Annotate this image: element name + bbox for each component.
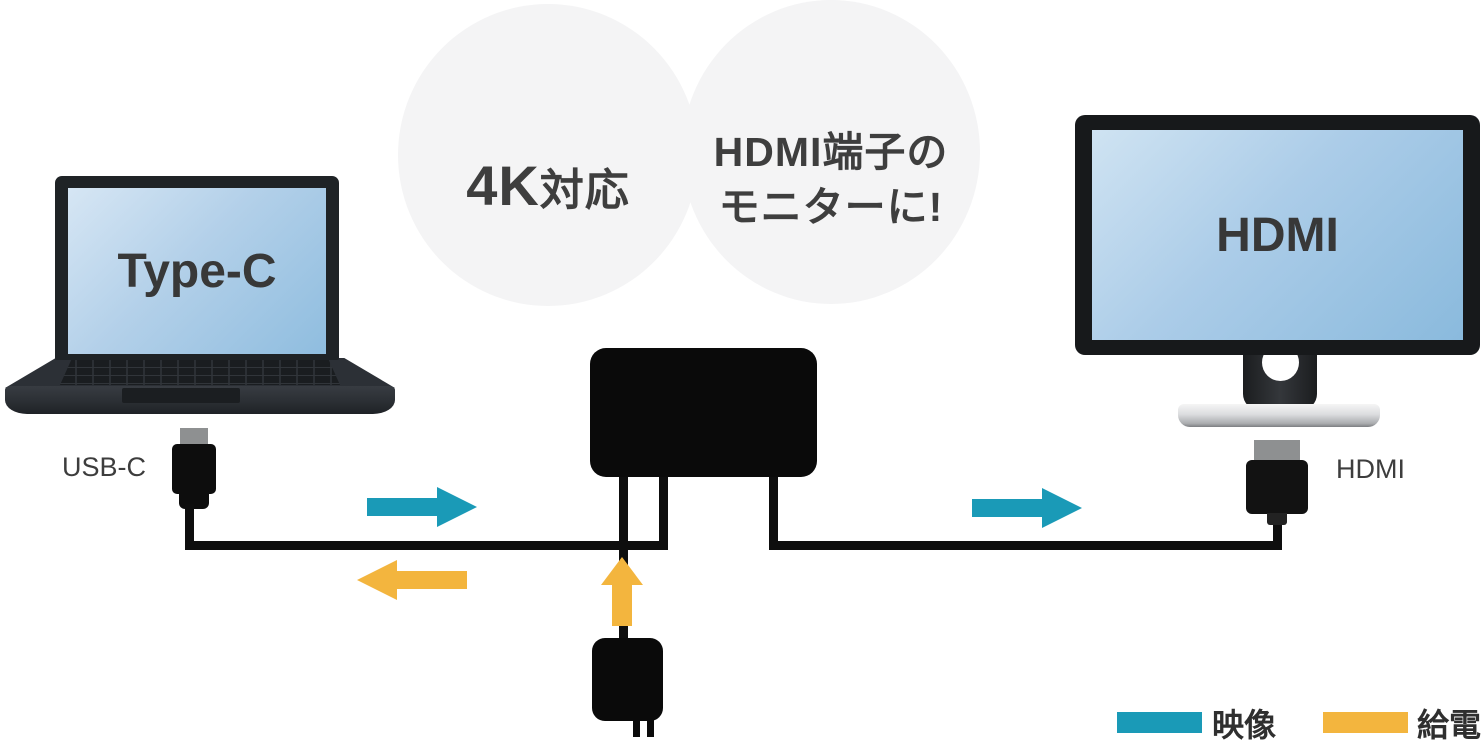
laptop-trackpad — [122, 388, 240, 403]
usb-c-hdmi-adapter — [590, 348, 817, 477]
power-flow-arrow-left — [357, 560, 467, 600]
hdmi-plug-boot — [1267, 513, 1287, 525]
monitor-screen: HDMI — [1092, 130, 1463, 340]
legend-video-swatch — [1117, 712, 1202, 733]
cable-adapter-to-monitor-riser — [769, 466, 778, 550]
usb-c-label: USB-C — [62, 452, 147, 482]
hdmi-label: HDMI — [1336, 454, 1405, 484]
video-flow-arrow-left — [367, 487, 477, 527]
ac-plug-prong-right — [647, 719, 654, 737]
target-text-line1: HDMI端子の — [713, 128, 949, 175]
hdmi-plug-tip — [1254, 440, 1300, 462]
power-flow-arrow-up-shape — [601, 557, 643, 626]
cable-hdmi-drop — [1273, 519, 1282, 550]
ac-power-adapter — [592, 638, 663, 721]
feature-bubble-text: 4K対応 — [466, 153, 630, 218]
legend-power-swatch — [1323, 712, 1408, 733]
laptop-keyboard — [60, 360, 340, 385]
usb-c-plug-boot — [179, 492, 209, 509]
cable-power-to-adapter — [619, 476, 628, 639]
video-flow-arrow-left-shape — [367, 487, 477, 527]
video-flow-arrow-right — [972, 488, 1082, 528]
power-flow-arrow-left-shape — [357, 560, 467, 600]
feature-taiou-text: 対応 — [539, 165, 630, 215]
monitor-screen-label: HDMI — [1216, 208, 1339, 262]
target-bubble-text: HDMI端子の モニターに! — [714, 125, 949, 236]
feature-bubble-hdmi-monitor: HDMI端子の モニターに! — [682, 0, 980, 304]
feature-bubble-4k: 4K対応 — [398, 4, 698, 306]
cable-laptop-to-adapter — [659, 476, 668, 550]
cable-laptop-horizontal — [185, 541, 668, 550]
target-text-line2: モニターに! — [718, 184, 944, 230]
usb-c-plug-tip — [180, 428, 208, 446]
laptop-screen: Type-C — [68, 188, 326, 354]
cable-monitor-horizontal — [769, 541, 1282, 550]
power-flow-arrow-up — [601, 557, 643, 626]
feature-4k-text: 4K — [466, 153, 540, 217]
ac-plug-prong-left — [633, 719, 640, 737]
laptop-screen-label: Type-C — [117, 244, 277, 298]
usb-c-plug-body — [172, 444, 216, 494]
legend-power-label: 給電 — [1417, 707, 1482, 743]
cable-usbc-drop — [185, 504, 194, 550]
video-flow-arrow-right-shape — [972, 488, 1082, 528]
legend-video-label: 映像 — [1212, 707, 1277, 743]
hdmi-plug-body — [1246, 460, 1308, 514]
monitor-base — [1178, 404, 1380, 427]
